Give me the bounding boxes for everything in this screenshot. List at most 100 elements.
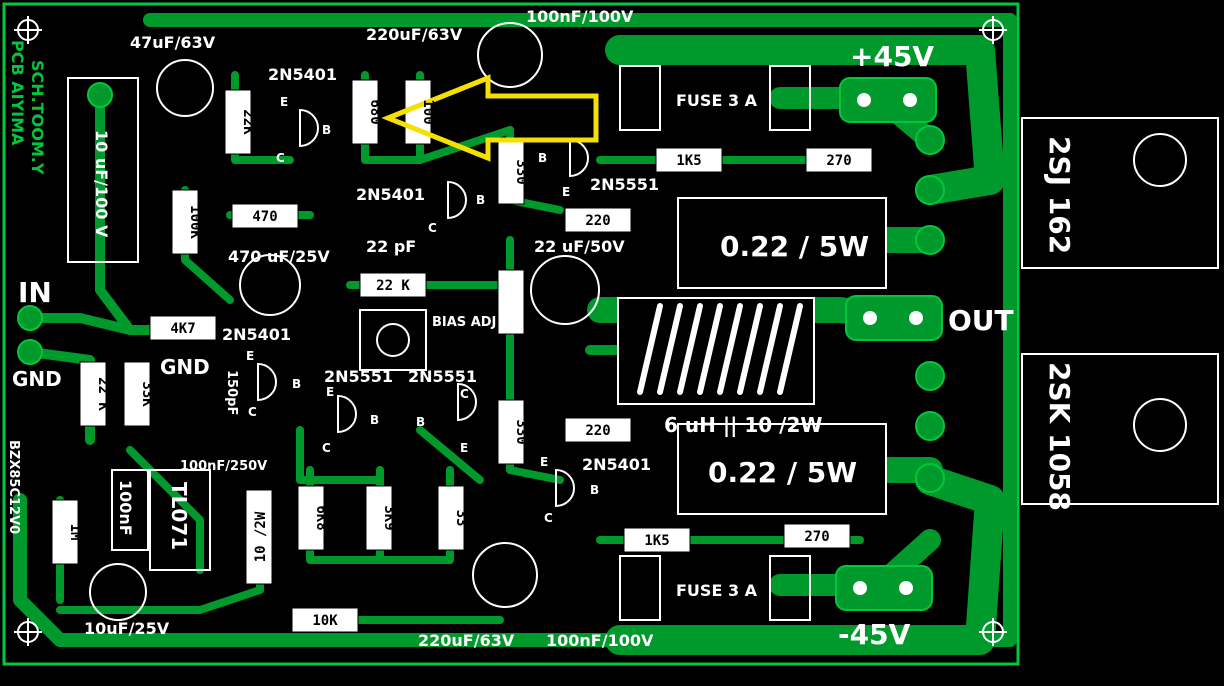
label-100nf-250v: 100nF/250V [180, 459, 267, 474]
label-r-33: 33 [453, 510, 469, 527]
pin-b-4: B [292, 377, 301, 391]
terminal-blocks [835, 77, 943, 611]
label-emitter-resistor-top: 0.22 / 5W [720, 230, 869, 263]
pin-c-2: C [428, 221, 437, 235]
capacitor-100nf-250v-box [111, 469, 149, 551]
label-r-680: 680 [367, 99, 383, 124]
inductor-coil [617, 297, 815, 405]
label-10uf-25v: 10uF/25V [84, 619, 170, 638]
fuse-holder-top-right [769, 65, 811, 131]
label-fuse-low: FUSE 3 A [676, 581, 758, 600]
label-100nf: 100nF [116, 480, 135, 536]
label-r-270-top: 270 [826, 153, 851, 169]
label-r-22k-mid: 22 K [376, 278, 410, 294]
emitter-resistor-top [677, 197, 887, 289]
label-2n5551-a: 2N5551 [590, 175, 659, 194]
label-r-330-low: 330 [513, 419, 529, 444]
label-220uf-63v-low: 220uF/63V [418, 631, 515, 650]
label-r-270-low: 270 [804, 529, 829, 545]
label-tl071: TL071 [167, 482, 191, 550]
output-pads [17, 82, 945, 493]
label-22pf: 22 pF [366, 237, 416, 256]
label-r-100k: 100K [187, 205, 203, 239]
label-r-3k9: 3K9 [381, 505, 397, 530]
pin-e-4: E [246, 349, 254, 363]
label-minus-45v: -45V [838, 618, 911, 651]
pin-e-5: E [326, 385, 334, 399]
label-out: OUT [948, 304, 1014, 337]
label-in: IN [18, 276, 52, 309]
board-outline [2, 2, 1020, 666]
pin-c-4: C [248, 405, 257, 419]
label-r-100: 100 [420, 99, 436, 124]
label-100nf-100v-low: 100nF/100V [546, 631, 654, 650]
pin-b-5: B [370, 413, 379, 427]
label-board-side-2: SCH.TOOM.Y [28, 60, 47, 175]
label-r-1k5-top: 1K5 [676, 153, 701, 169]
label-2n5401-a: 2N5401 [268, 65, 337, 84]
ic-tl071 [149, 469, 211, 571]
label-r-6k8: 6K8 [313, 505, 329, 530]
pin-c-6: C [460, 387, 469, 401]
label-2sk1058: 2SK 1058 [1043, 362, 1076, 511]
label-r-470: 470 [252, 209, 277, 225]
label-r-10-2w: 10 /2W [253, 511, 269, 562]
label-10uf-100v: 10 uF/100 V [92, 130, 111, 238]
label-inductor: 6 uH || 10 /2W [664, 413, 822, 437]
electrolytic-caps [89, 22, 600, 621]
bias-trimmer [359, 309, 427, 371]
label-r-4k7: 4K7 [170, 321, 195, 337]
pin-b-2: B [476, 193, 485, 207]
pin-c-1: C [276, 151, 285, 165]
mounting-holes [14, 16, 1007, 646]
pin-b-1: B [322, 123, 331, 137]
pin-e-3: E [562, 185, 570, 199]
pin-b-7: B [590, 483, 599, 497]
label-47uf-63v: 47uF/63V [130, 33, 216, 52]
label-board-side-3: BZX85C12V0 [6, 440, 21, 534]
label-r-10k: 10K [312, 613, 338, 629]
label-470uf-25v: 470 uF/25V [228, 247, 330, 266]
label-r-22k-low: 22 K [95, 377, 111, 411]
label-2n5401-c: 2N5401 [222, 325, 291, 344]
label-2n5551-b: 2N5551 [324, 367, 393, 386]
pin-b-6: B [416, 415, 425, 429]
pin-c-7: C [544, 511, 553, 525]
fuse-holder-bottom [619, 555, 661, 621]
label-150pf: 150pF [224, 370, 239, 415]
transistor-2sj162-body [1021, 117, 1219, 269]
label-100nf-100v-top: 100nF/100V [526, 7, 634, 26]
label-emitter-resistor-low: 0.22 / 5W [708, 456, 857, 489]
label-r-1k5-low: 1K5 [644, 533, 669, 549]
label-board-side-1: PCB AIYIMA [8, 40, 27, 146]
label-gnd-left: GND [12, 367, 62, 391]
yellow-arrow-annotation [381, 74, 599, 162]
emitter-resistor-bottom [677, 423, 887, 515]
label-r-33k: 33K [139, 381, 155, 407]
label-r-220-top: 220 [585, 213, 610, 229]
label-2n5551-c: 2N5551 [408, 367, 477, 386]
label-2n5401-d: 2N5401 [582, 455, 651, 474]
pin-e-7: E [540, 455, 548, 469]
capacitor-10uf-100v-outline [67, 77, 139, 263]
resistors [51, 79, 873, 633]
label-gnd-mid: GND [160, 355, 210, 379]
label-2n5401-b: 2N5401 [356, 185, 425, 204]
label-r-330-top: 330 [513, 159, 529, 184]
fuse-holder-bottom-right [769, 555, 811, 621]
small-transistors [257, 108, 589, 508]
label-2sj162: 2SJ 162 [1043, 136, 1076, 254]
pin-e-1: E [280, 95, 288, 109]
label-r-22k-top: 22K [240, 109, 256, 135]
label-fuse-top: FUSE 3 A [676, 91, 758, 110]
label-plus-45v: +45V [850, 40, 934, 73]
pin-b-3: B [538, 151, 547, 165]
label-r-1m: 1M [67, 524, 83, 541]
pin-c-5: C [322, 441, 331, 455]
label-220uf-63v-top: 220uF/63V [366, 25, 463, 44]
pin-e-6: E [460, 441, 468, 455]
label-r-220-low: 220 [585, 423, 610, 439]
label-22uf-50v: 22 uF/50V [534, 237, 625, 256]
label-bias-adj: BIAS ADJ [432, 315, 496, 330]
